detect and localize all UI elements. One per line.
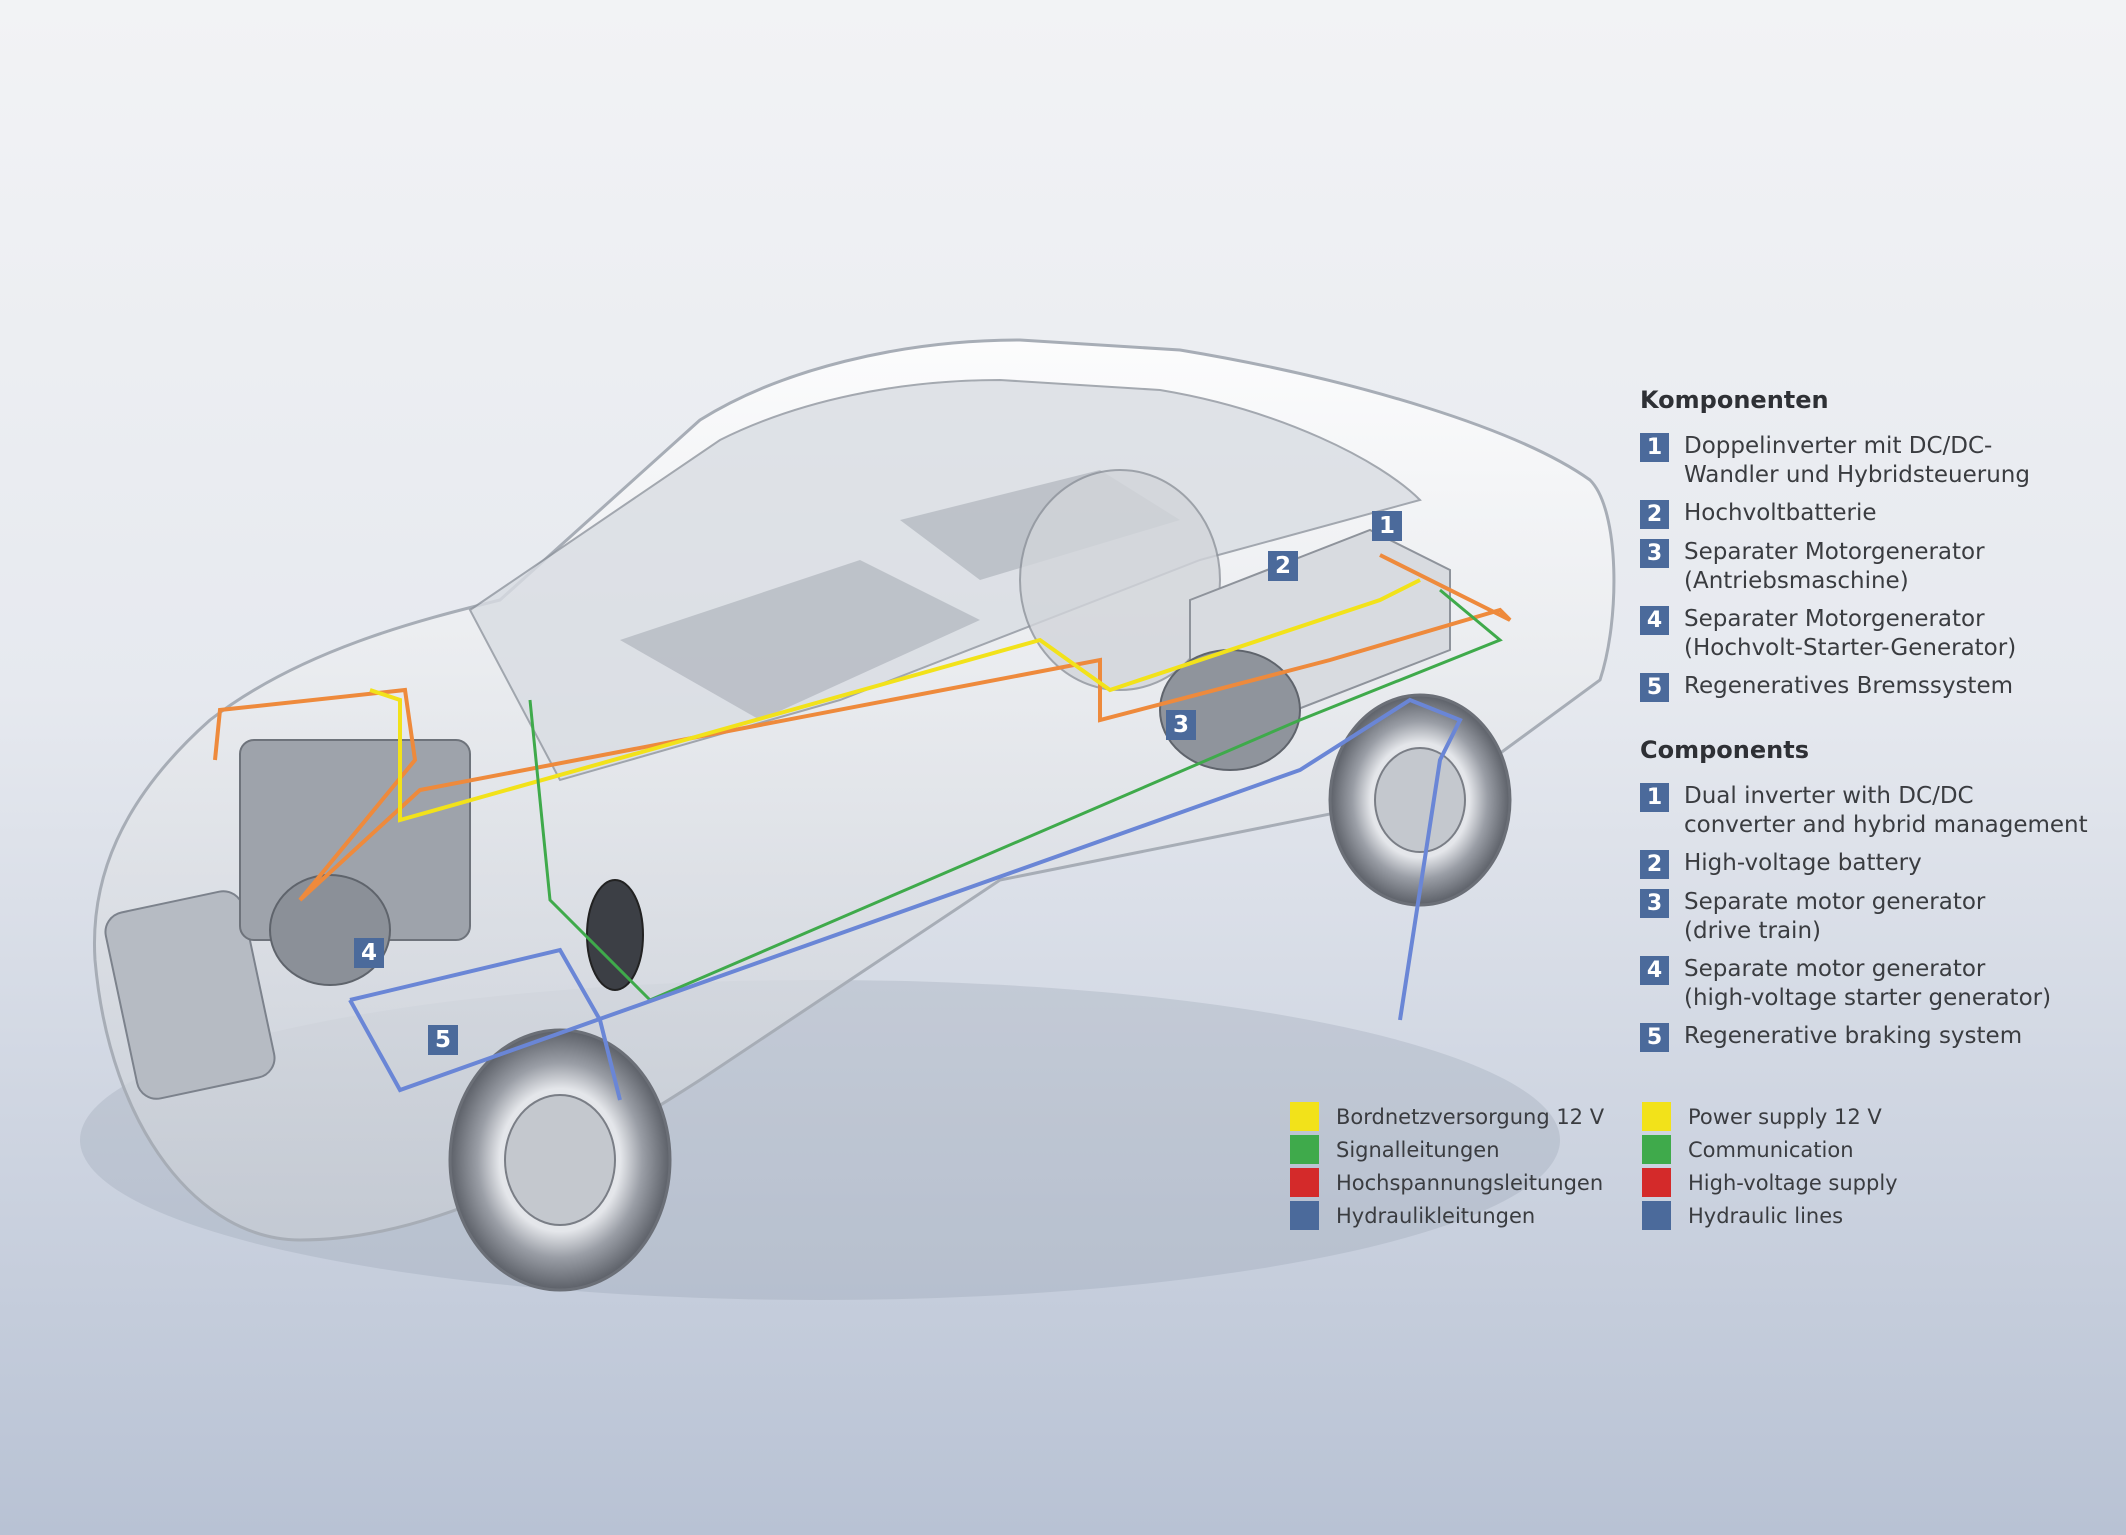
legend-text: Doppelinverter mit DC/DC-Wandler und Hyb… xyxy=(1684,433,2030,488)
legend-english-item-5: 5 Regenerative braking system xyxy=(1640,1022,2088,1052)
brake-booster xyxy=(586,879,644,991)
signal-line xyxy=(528,588,1503,1002)
wire-legend-item: Power supply 12 V xyxy=(1642,1100,1898,1133)
legend-text: Separater Motorgenerator(Hochvolt-Starte… xyxy=(1684,606,2017,661)
marker-3: 3 xyxy=(1166,710,1196,740)
legend-german-item-4: 4 Separater Motorgenerator(Hochvolt-Star… xyxy=(1640,605,2030,663)
blue-swatch xyxy=(1290,1201,1319,1230)
starter-generator xyxy=(269,874,391,986)
wire-label: Bordnetzversorgung 12 V xyxy=(1336,1104,1605,1129)
legend-badge: 1 xyxy=(1640,783,1669,812)
wire-legend-item: Hydraulic lines xyxy=(1642,1199,1898,1232)
hydraulic-line-front xyxy=(349,947,622,1101)
legend-english-item-4: 4 Separate motor generator(high-voltage … xyxy=(1640,955,2088,1013)
marker-5: 5 xyxy=(428,1025,458,1055)
legend-german-item-2: 2 Hochvoltbatterie xyxy=(1640,499,2030,529)
front-wheel xyxy=(448,1028,672,1292)
legend-badge: 2 xyxy=(1640,850,1669,879)
wire-label: Power supply 12 V xyxy=(1688,1104,1882,1129)
blue-swatch xyxy=(1642,1201,1671,1230)
legend-text: Separate motor generator(drive train) xyxy=(1684,889,1986,944)
car-body xyxy=(92,338,1616,1242)
green-swatch xyxy=(1290,1135,1319,1164)
legend-text: Regeneratives Bremssystem xyxy=(1684,673,2014,699)
yellow-swatch xyxy=(1290,1102,1319,1131)
legend-badge: 1 xyxy=(1640,433,1669,462)
wire-legend-item: Bordnetzversorgung 12 V xyxy=(1290,1100,1604,1133)
legend-german-heading: Komponenten xyxy=(1640,386,1829,414)
power-supply-line xyxy=(369,578,1421,823)
red-swatch xyxy=(1642,1168,1671,1197)
legend-german: Komponenten 1 Doppelinverter mit DC/DC-W… xyxy=(1640,386,2030,711)
legend-badge: 5 xyxy=(1640,1023,1669,1052)
wire-legend-english: Power supply 12 V Communication High-vol… xyxy=(1642,1100,1898,1232)
marker-2: 2 xyxy=(1268,551,1298,581)
wire-legend-item: Signalleitungen xyxy=(1290,1133,1604,1166)
wire-legend-item: Communication xyxy=(1642,1133,1898,1166)
wire-label: High-voltage supply xyxy=(1688,1170,1898,1195)
rear-wheel-inner xyxy=(1019,469,1221,691)
wire-label: Hydraulikleitungen xyxy=(1336,1203,1536,1228)
wire-legend-german: Bordnetzversorgung 12 V Signalleitungen … xyxy=(1290,1100,1604,1232)
legend-text: Separate motor generator(high-voltage st… xyxy=(1684,956,2052,1011)
yellow-swatch xyxy=(1642,1102,1671,1131)
legend-english-heading: Components xyxy=(1640,736,1809,764)
marker-4: 4 xyxy=(354,938,384,968)
legend-german-item-5: 5 Regeneratives Bremssystem xyxy=(1640,672,2030,702)
green-swatch xyxy=(1642,1135,1671,1164)
wire-label: Hydraulic lines xyxy=(1688,1203,1844,1228)
legend-english-item-2: 2 High-voltage battery xyxy=(1640,849,2088,879)
wire-label: Signalleitungen xyxy=(1336,1137,1500,1162)
hydraulic-line xyxy=(348,697,1463,1093)
wire-label: Hochspannungsleitungen xyxy=(1336,1170,1604,1195)
legend-german-item-1: 1 Doppelinverter mit DC/DC-Wandler und H… xyxy=(1640,432,2030,490)
legend-badge: 4 xyxy=(1640,606,1669,635)
wire-legend-item: Hochspannungsleitungen xyxy=(1290,1166,1604,1199)
rear-wheel xyxy=(1328,693,1512,907)
legend-badge: 2 xyxy=(1640,500,1669,529)
front-grille xyxy=(104,890,276,1100)
legend-text: High-voltage battery xyxy=(1684,850,1922,876)
legend-text: Regenerative braking system xyxy=(1684,1023,2023,1049)
red-swatch xyxy=(1290,1168,1319,1197)
wire-label: Communication xyxy=(1688,1137,1854,1162)
wire-legend-item: High-voltage supply xyxy=(1642,1166,1898,1199)
wire-legend-item: Hydraulikleitungen xyxy=(1290,1199,1604,1232)
legend-badge: 4 xyxy=(1640,956,1669,985)
marker-1: 1 xyxy=(1372,511,1402,541)
legend-badge: 3 xyxy=(1640,539,1669,568)
legend-badge: 3 xyxy=(1640,889,1669,918)
legend-text: Separater Motorgenerator(Antriebsmaschin… xyxy=(1684,539,1985,594)
legend-english-item-3: 3 Separate motor generator(drive train) xyxy=(1640,888,2088,946)
legend-german-item-3: 3 Separater Motorgenerator(Antriebsmasch… xyxy=(1640,538,2030,596)
legend-badge: 5 xyxy=(1640,673,1669,702)
legend-text: Hochvoltbatterie xyxy=(1684,500,1877,526)
